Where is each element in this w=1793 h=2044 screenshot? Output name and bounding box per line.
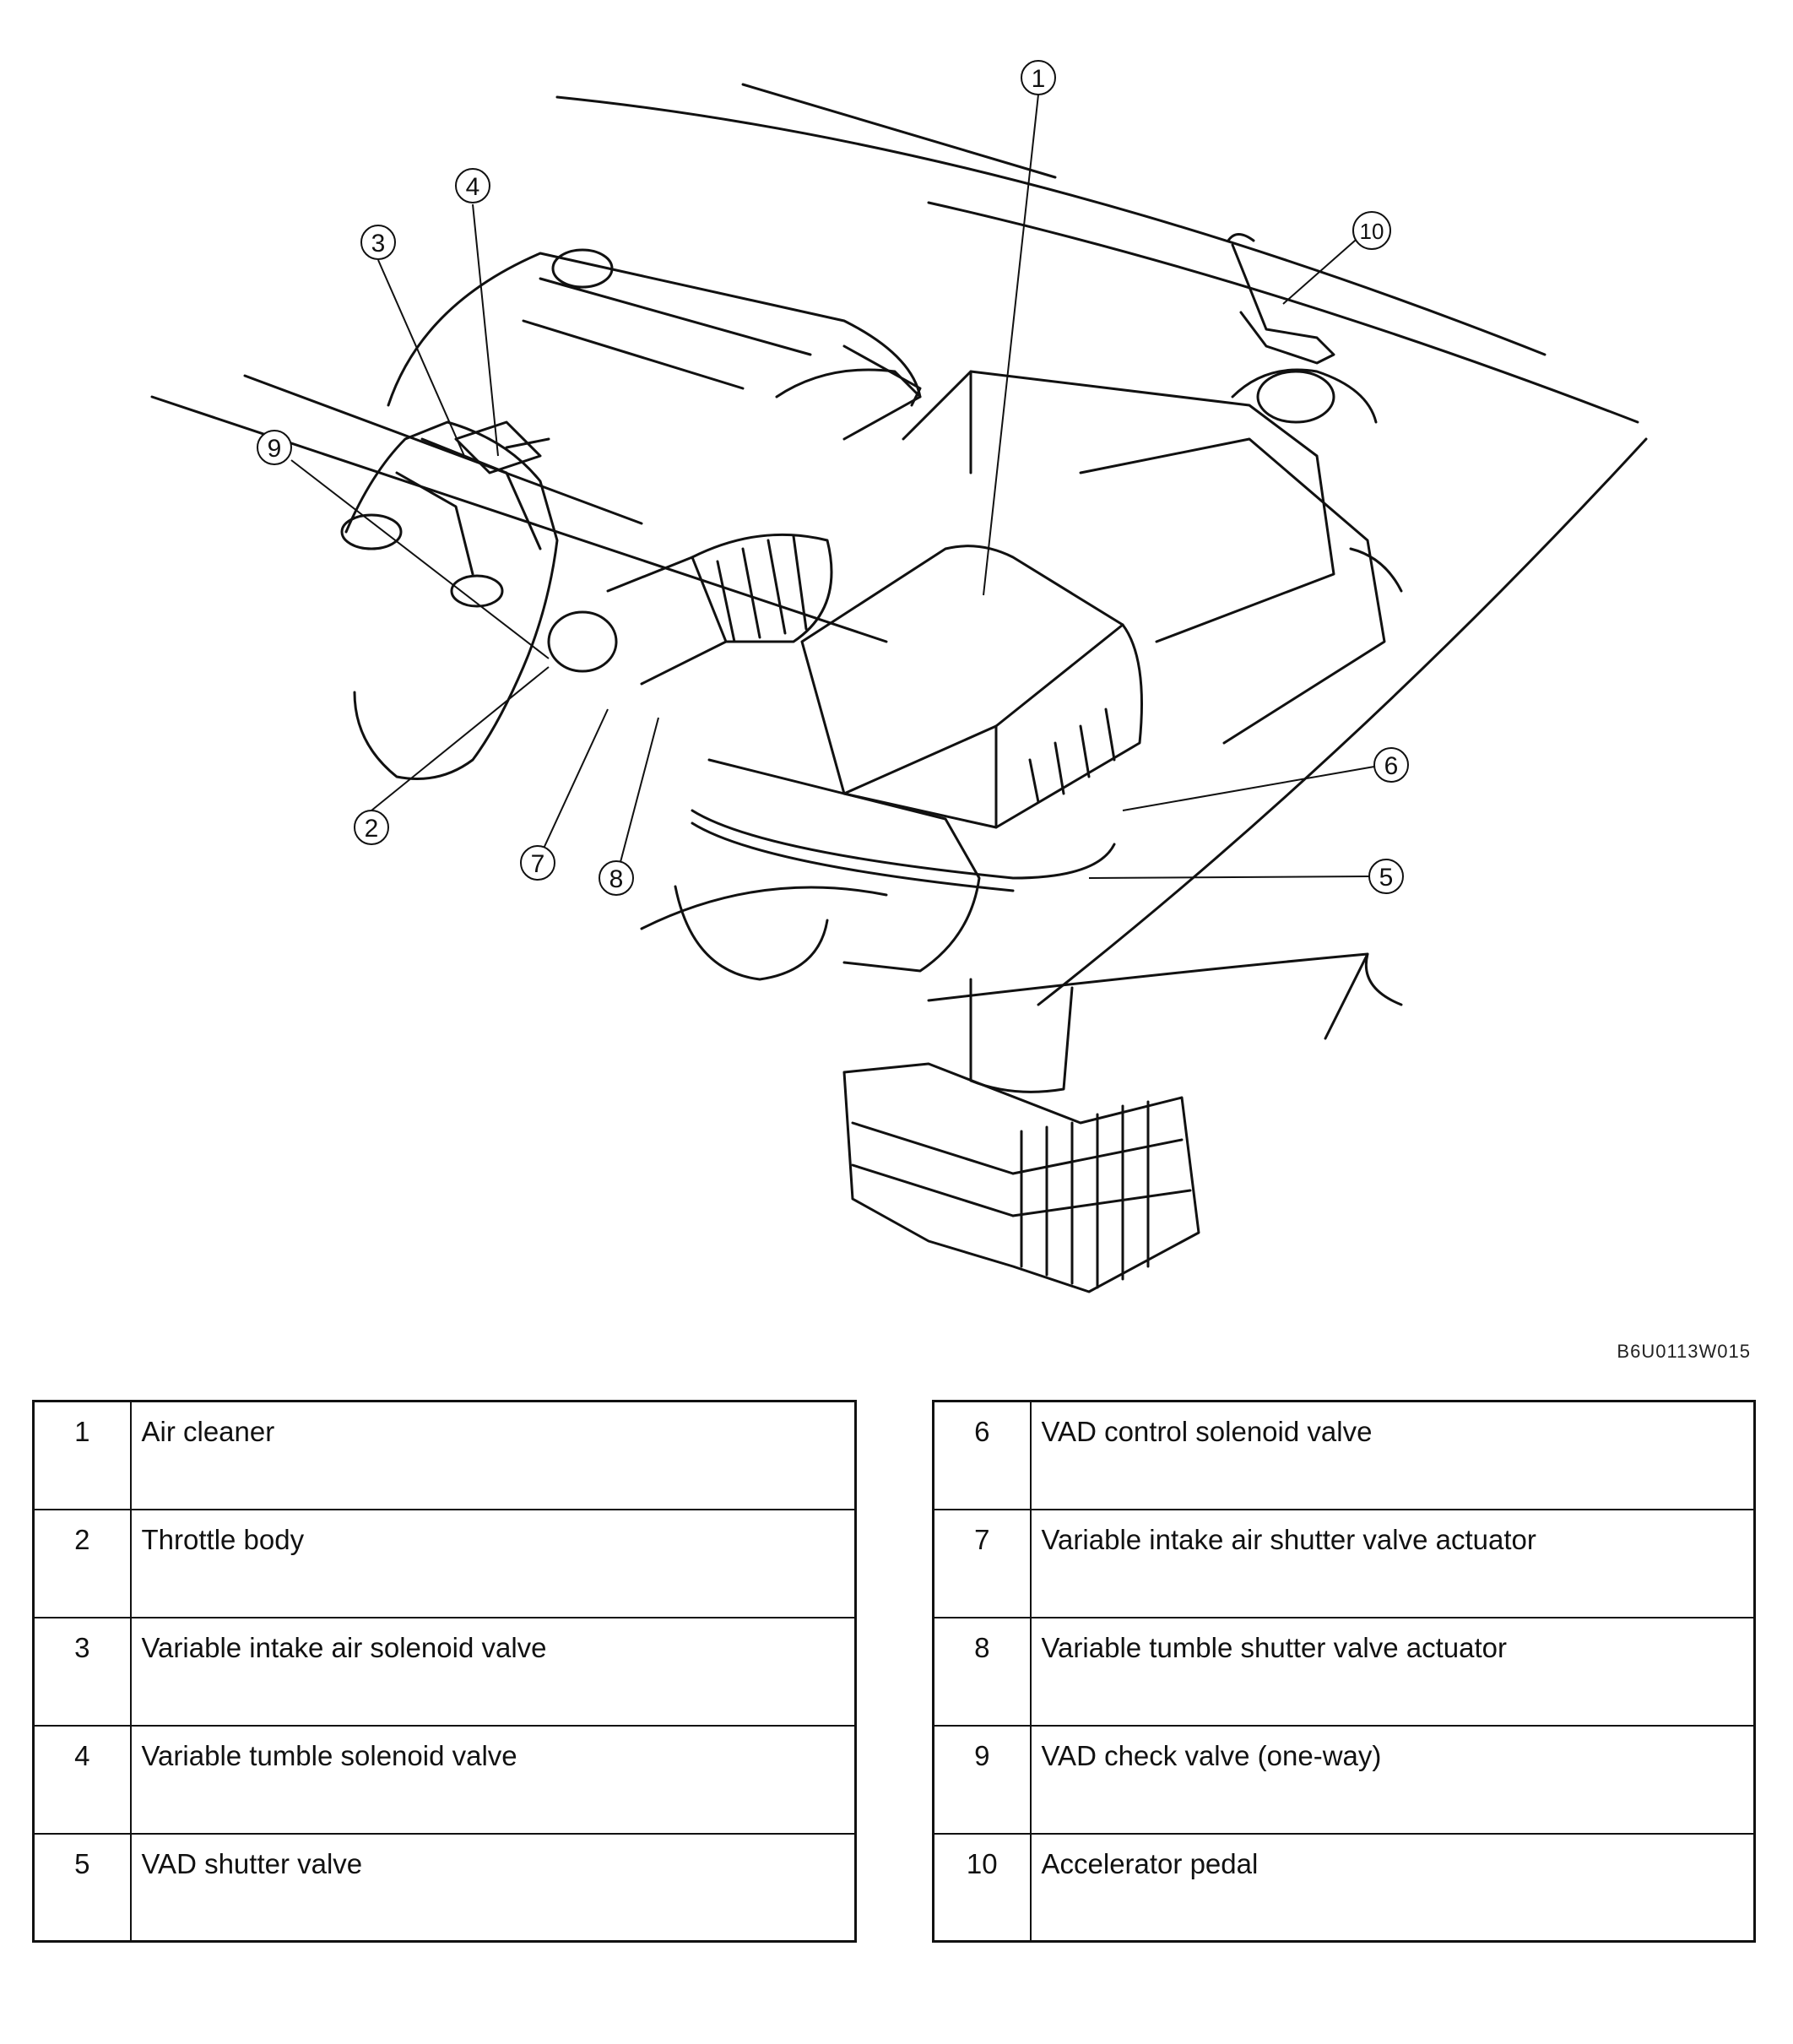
legend-row: 6 VAD control solenoid valve	[932, 1400, 1756, 1510]
figure-code: B6U0113W015	[1617, 1341, 1751, 1362]
intake-manifold	[340, 420, 559, 780]
cylinder-head	[387, 248, 922, 441]
legend-row: 2 Throttle body	[32, 1508, 857, 1618]
callout-5: 5	[1368, 859, 1404, 894]
legend-num: 6	[932, 1400, 1032, 1510]
legend-num: 1	[32, 1400, 132, 1510]
legend-num: 4	[32, 1724, 132, 1835]
legend-table-left: 1 Air cleaner 2 Throttle body 3 Variable…	[32, 1400, 857, 1943]
legend-label: Variable tumble shutter valve actuator	[1029, 1616, 1756, 1727]
vacuum-hose	[691, 809, 1116, 892]
legend-num: 5	[32, 1832, 132, 1943]
callout-4: 4	[455, 168, 490, 203]
legend-row: 1 Air cleaner	[32, 1400, 857, 1510]
legend-label: Accelerator pedal	[1029, 1832, 1756, 1943]
callout-3: 3	[360, 225, 396, 260]
svg-text:6: 6	[1384, 752, 1399, 780]
solenoid-valves	[454, 420, 550, 474]
callout-9: 9	[257, 430, 292, 465]
battery-area	[902, 368, 1403, 745]
svg-text:9: 9	[268, 435, 282, 463]
legend-num: 9	[932, 1724, 1032, 1835]
legend-label: Variable intake air solenoid valve	[129, 1616, 857, 1727]
legend-label: VAD shutter valve	[129, 1832, 857, 1943]
callout-8: 8	[599, 860, 634, 896]
legend-row: 3 Variable intake air solenoid valve	[32, 1616, 857, 1727]
accelerator-pedal	[1227, 233, 1335, 365]
air-duct	[842, 978, 1200, 1293]
callout-6: 6	[1373, 747, 1409, 783]
legend-num: 3	[32, 1616, 132, 1727]
callout-10: 10	[1352, 211, 1391, 250]
svg-text:4: 4	[466, 173, 480, 201]
legend-num: 8	[932, 1616, 1032, 1727]
callouts: 1 2 3 4 5 6 7 8	[257, 60, 1409, 896]
svg-text:2: 2	[365, 815, 379, 843]
svg-text:1: 1	[1032, 65, 1046, 93]
legend-row: 4 Variable tumble solenoid valve	[32, 1724, 857, 1835]
callout-2: 2	[354, 810, 389, 845]
legend-num: 2	[32, 1508, 132, 1618]
svg-text:8: 8	[609, 865, 624, 893]
svg-text:3: 3	[371, 230, 386, 258]
svg-text:7: 7	[531, 850, 545, 878]
legend-label: Variable intake air shutter valve actuat…	[1029, 1508, 1756, 1618]
svg-text:5: 5	[1379, 864, 1394, 892]
svg-text:10: 10	[1360, 219, 1384, 244]
legend-label: VAD control solenoid valve	[1029, 1400, 1756, 1510]
engine-intake-diagram: 1 2 3 4 5 6 7 8	[150, 60, 1648, 1293]
legend-label: Throttle body	[129, 1508, 857, 1618]
leader-lines	[290, 94, 1375, 879]
legend-table-right: 6 VAD control solenoid valve 7 Variable …	[932, 1400, 1756, 1943]
legend-num: 7	[932, 1508, 1032, 1618]
legend-num: 10	[932, 1832, 1032, 1943]
callout-1: 1	[1021, 60, 1056, 95]
air-cleaner-box	[674, 545, 1143, 981]
callout-7: 7	[520, 845, 555, 881]
legend-row: 9 VAD check valve (one-way)	[932, 1724, 1756, 1835]
legend-label: VAD check valve (one-way)	[1029, 1724, 1756, 1835]
legend-label: Variable tumble solenoid valve	[129, 1724, 857, 1835]
legend-label: Air cleaner	[129, 1400, 857, 1510]
legend-row: 8 Variable tumble shutter valve actuator	[932, 1616, 1756, 1727]
legend-row: 10 Accelerator pedal	[932, 1832, 1756, 1943]
legend-row: 7 Variable intake air shutter valve actu…	[932, 1508, 1756, 1618]
legend-row: 5 VAD shutter valve	[32, 1832, 857, 1943]
intake-hose	[547, 533, 833, 686]
